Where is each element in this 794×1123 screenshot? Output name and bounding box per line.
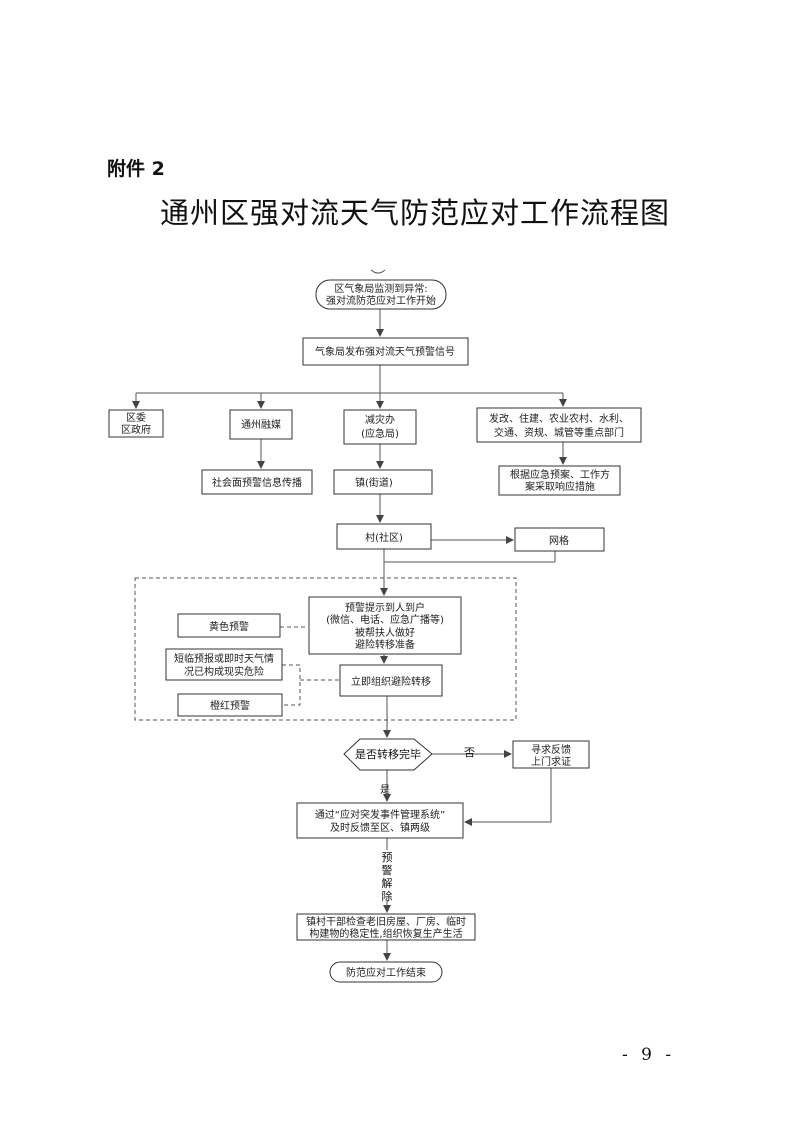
dept-response-node: 根据应急预案、工作方 案采取响应措施 [498, 465, 621, 496]
svg-text:减灾办: 减灾办 [365, 413, 395, 426]
departments-node: 发改、住建、农业农村、水利、 交通、资规、城管等重点部门 [476, 407, 642, 443]
svg-text:通州融媒: 通州融媒 [241, 419, 281, 431]
svg-text:预警提示到人到户: 预警提示到人到户 [345, 601, 425, 614]
chevron-down-icon [370, 269, 386, 274]
svg-text:解: 解 [382, 876, 393, 890]
svg-text:防范应对工作结束: 防范应对工作结束 [346, 966, 426, 979]
svg-text:区政府: 区政府 [121, 423, 151, 436]
svg-text:况已构成现实危险: 况已构成现实危险 [184, 665, 264, 678]
svg-text:上门求证: 上门求证 [531, 755, 571, 768]
media-node: 通州融媒 [229, 409, 293, 440]
svg-text:社会面预警信息传播: 社会面预警信息传播 [212, 476, 302, 489]
svg-text:(微信、电话、应急广播等): (微信、电话、应急广播等) [326, 613, 444, 626]
emergency-office-node: 减灾办 (应急局) [343, 409, 417, 445]
svg-text:网格: 网格 [549, 534, 569, 547]
warning-release-label: 预 警 解 除 [382, 851, 393, 903]
svg-text:(应急局): (应急局) [361, 427, 399, 440]
svg-text:及时反馈至区、镇两级: 及时反馈至区、镇两级 [330, 821, 430, 834]
svg-text:警: 警 [382, 863, 393, 877]
end-node: 防范应对工作结束 [329, 961, 443, 983]
town-node: 镇(街道) [333, 469, 433, 495]
svg-text:橙红预警: 橙红预警 [210, 699, 250, 712]
organize-transfer-node: 立即组织避险转移 [339, 664, 443, 697]
transfer-region [134, 577, 517, 721]
page-number: - 9 - [622, 1045, 676, 1065]
svg-text:镇村干部检查老旧房屋、厂房、临时: 镇村干部检查老旧房屋、厂房、临时 [306, 915, 466, 928]
svg-text:发改、住建、农业农村、水利、: 发改、住建、农业农村、水利、 [489, 412, 629, 425]
svg-text:镇(街道): 镇(街道) [355, 476, 393, 489]
short-term-forecast-node: 短临预报或即时天气情 况已构成现实危险 [165, 648, 283, 681]
svg-text:交通、资规、城管等重点部门: 交通、资规、城管等重点部门 [494, 426, 624, 439]
svg-text:除: 除 [382, 889, 393, 903]
svg-text:根据应急预案、工作方: 根据应急预案、工作方 [510, 468, 610, 481]
svg-text:避险转移准备: 避险转移准备 [355, 638, 415, 651]
svg-text:立即组织避险转移: 立即组织避险转移 [351, 675, 431, 688]
start-node: 区气象局监测到异常: 强对流防范应对工作开始 [315, 279, 447, 310]
report-node: 通过“应对突发事件管理系统” 及时反馈至区、镇两级 [296, 802, 464, 839]
svg-text:案采取响应措施: 案采取响应措施 [525, 480, 595, 493]
signal-node: 气象局发布强对流天气预警信号 [302, 337, 469, 366]
svg-text:寻求反馈: 寻求反馈 [531, 743, 571, 756]
svg-text:气象局发布强对流天气预警信号: 气象局发布强对流天气预警信号 [315, 345, 455, 358]
attachment-label: 附件 2 [107, 158, 165, 180]
svg-text:是否转移完毕: 是否转移完毕 [355, 747, 421, 761]
social-broadcast-node: 社会面预警信息传播 [201, 469, 313, 495]
page-title: 通州区强对流天气防范应对工作流程图 [160, 196, 671, 230]
village-node: 村(社区) [336, 523, 432, 550]
svg-text:区委: 区委 [126, 411, 146, 424]
yellow-warning-node: 黄色预警 [177, 613, 281, 638]
inspect-node: 镇村干部检查老旧房屋、厂房、临时 构建物的稳定性,组织恢复生产生活 [296, 913, 476, 941]
svg-text:被帮扶人做好: 被帮扶人做好 [355, 626, 415, 639]
connector-lines [132, 309, 567, 961]
svg-text:村(社区): 村(社区) [365, 531, 403, 544]
svg-text:黄色预警: 黄色预警 [209, 620, 249, 633]
grid-node: 网格 [514, 527, 605, 552]
svg-text:区气象局监测到异常:: 区气象局监测到异常: [334, 282, 427, 295]
svg-text:通过“应对突发事件管理系统”: 通过“应对突发事件管理系统” [315, 808, 445, 821]
no-label: 否 [464, 746, 475, 759]
svg-text:强对流防范应对工作开始: 强对流防范应对工作开始 [326, 294, 436, 307]
orange-warning-node: 橙红预警 [177, 693, 283, 717]
svg-text:短临预报或即时天气情: 短临预报或即时天气情 [174, 652, 274, 665]
svg-text:构建物的稳定性,组织恢复生产生活: 构建物的稳定性,组织恢复生产生活 [309, 927, 462, 940]
decision-node: 是否转移完毕 [343, 738, 433, 771]
svg-text:预: 预 [382, 851, 393, 864]
yes-label: 是 [380, 784, 390, 796]
warning-reach-node: 预警提示到人到户 (微信、电话、应急广播等) 被帮扶人做好 避险转移准备 [308, 596, 462, 655]
feedback-node: 寻求反馈 上门求证 [512, 740, 590, 769]
district-committee-node: 区委 区政府 [108, 409, 164, 438]
